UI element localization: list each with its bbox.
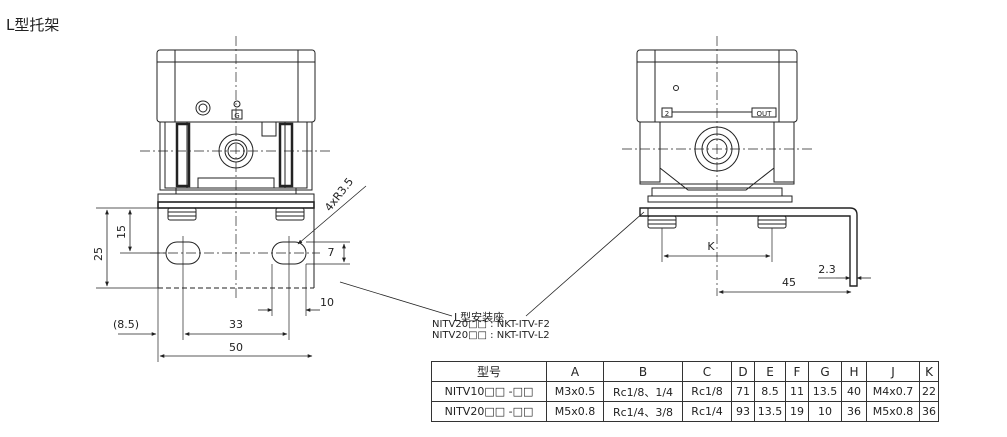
port-label-2: 2 (665, 110, 669, 118)
bracket-callout: L型安装座 (454, 310, 504, 324)
table-header: H (841, 361, 867, 382)
port-label-g: G (234, 112, 239, 120)
table-cell: 13.5 (754, 401, 786, 422)
model-line-1: NITV20□□ : NKT-ITV-F2 (432, 319, 550, 330)
dim-25: 25 (92, 247, 105, 261)
table-cell: 11 (785, 381, 809, 402)
table-cell: 13.5 (808, 381, 842, 402)
table-header: D (731, 361, 755, 382)
dim-50: 50 (229, 341, 243, 354)
spec-table: 型号 A B C D E F G H J K NITV10□□ -□□ M3x0… (431, 361, 939, 422)
port-label-out: OUT (757, 110, 773, 118)
table-cell: Rc1/8 (682, 381, 732, 402)
table-cell: 36 (841, 401, 867, 422)
table-header-row: 型号 A B C D E F G H J K (431, 361, 939, 382)
table-cell: 40 (841, 381, 867, 402)
table-header: B (603, 361, 683, 382)
table-cell: M5x0.8 (546, 401, 604, 422)
table-cell: M4x0.7 (866, 381, 920, 402)
table-cell: NITV10□□ -□□ (431, 381, 547, 402)
table-cell: 93 (731, 401, 755, 422)
table-cell: 71 (731, 381, 755, 402)
dim-15: 15 (115, 225, 128, 239)
dim-33: 33 (229, 318, 243, 331)
model-list: NITV20□□ : NKT-ITV-F2 NITV20□□ : NKT-ITV… (432, 319, 550, 341)
page-title: L型托架 (6, 16, 60, 34)
table-cell: 10 (808, 401, 842, 422)
dim-2-3: 2.3 (818, 263, 836, 276)
table-cell: 36 (919, 401, 939, 422)
dim-k: K (707, 240, 715, 253)
table-cell: Rc1/8、1/4 (603, 381, 683, 402)
table-header: G (808, 361, 842, 382)
table-cell: Rc1/4 (682, 401, 732, 422)
table-cell: NITV20□□ -□□ (431, 401, 547, 422)
dim-8-5: (8.5) (113, 318, 139, 331)
table-cell: 19 (785, 401, 809, 422)
table-cell: 22 (919, 381, 939, 402)
dim-10: 10 (320, 296, 334, 309)
model-line-2: NITV20□□ : NKT-ITV-L2 (432, 330, 550, 341)
table-header: A (546, 361, 604, 382)
table-header: K (919, 361, 939, 382)
front-view (96, 36, 367, 362)
dim-4xr3-5: 4xR3.5 (322, 175, 356, 213)
table-header: F (785, 361, 809, 382)
table-cell: M3x0.5 (546, 381, 604, 402)
table-header: J (866, 361, 920, 382)
table-cell: M5x0.8 (866, 401, 920, 422)
dim-45: 45 (782, 276, 796, 289)
dim-7: 7 (328, 246, 335, 259)
table-cell: Rc1/4、3/8 (603, 401, 683, 422)
table-header: C (682, 361, 732, 382)
table-header: 型号 (431, 361, 547, 382)
table-row: NITV10□□ -□□ M3x0.5 Rc1/8、1/4 Rc1/8 71 8… (431, 381, 939, 402)
side-view (339, 36, 871, 317)
table-row: NITV20□□ -□□ M5x0.8 Rc1/4、3/8 Rc1/4 93 1… (431, 401, 939, 422)
table-header: E (754, 361, 786, 382)
table-cell: 8.5 (754, 381, 786, 402)
